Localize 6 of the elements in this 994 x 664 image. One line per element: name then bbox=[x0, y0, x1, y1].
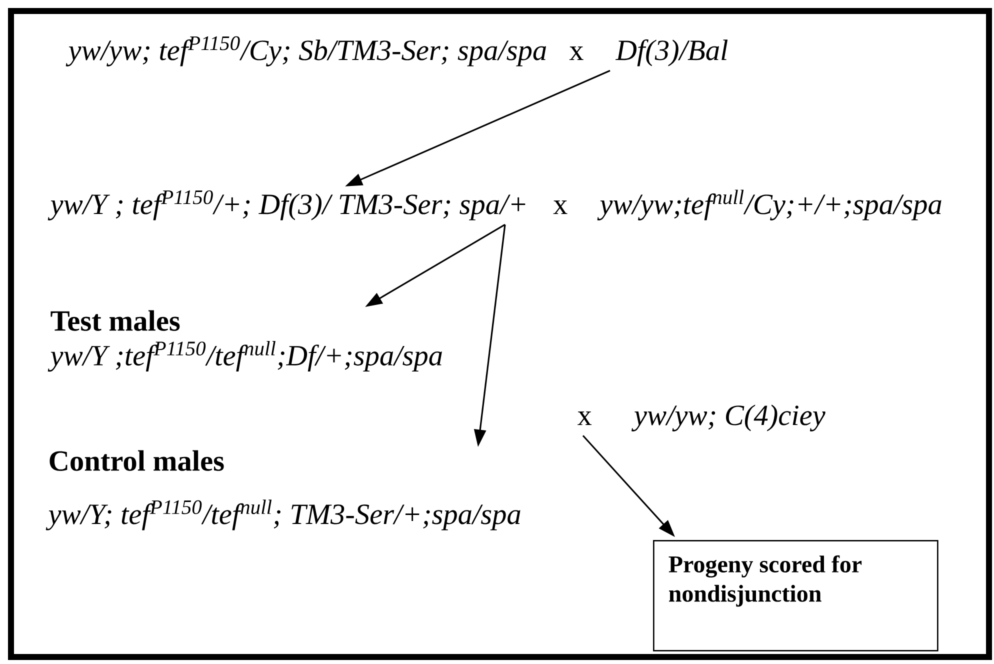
cross-text: yw/yw; tef$^{P1150}$/Cy; Sb/TM3-Ser; spa/spa x Df(3)/Bal bbox=[66, 36, 728, 66]
genotype-label: Test males yw/Y ;tef$^{P1150}$/tef$^{null}$;Df/+;spa/spa bbox=[48, 310, 442, 372]
cross-text: x yw/yw; C(4)ciey bbox=[578, 404, 826, 432]
result-box: Progeny scored for nondisjunction bbox=[653, 540, 938, 652]
genotype-label: Control males yw/Y; tef$^{P1150}$/tef$^{null}$; TM3-Ser/+;spa/spa bbox=[46, 450, 520, 530]
cross-text: yw/Y ; tef$^{P1150}$/+; Df(3)/ TM3-Ser; spa/+ x yw/yw;tef$^{null}$/Cy;+/+;spa/spa bbox=[48, 190, 942, 220]
